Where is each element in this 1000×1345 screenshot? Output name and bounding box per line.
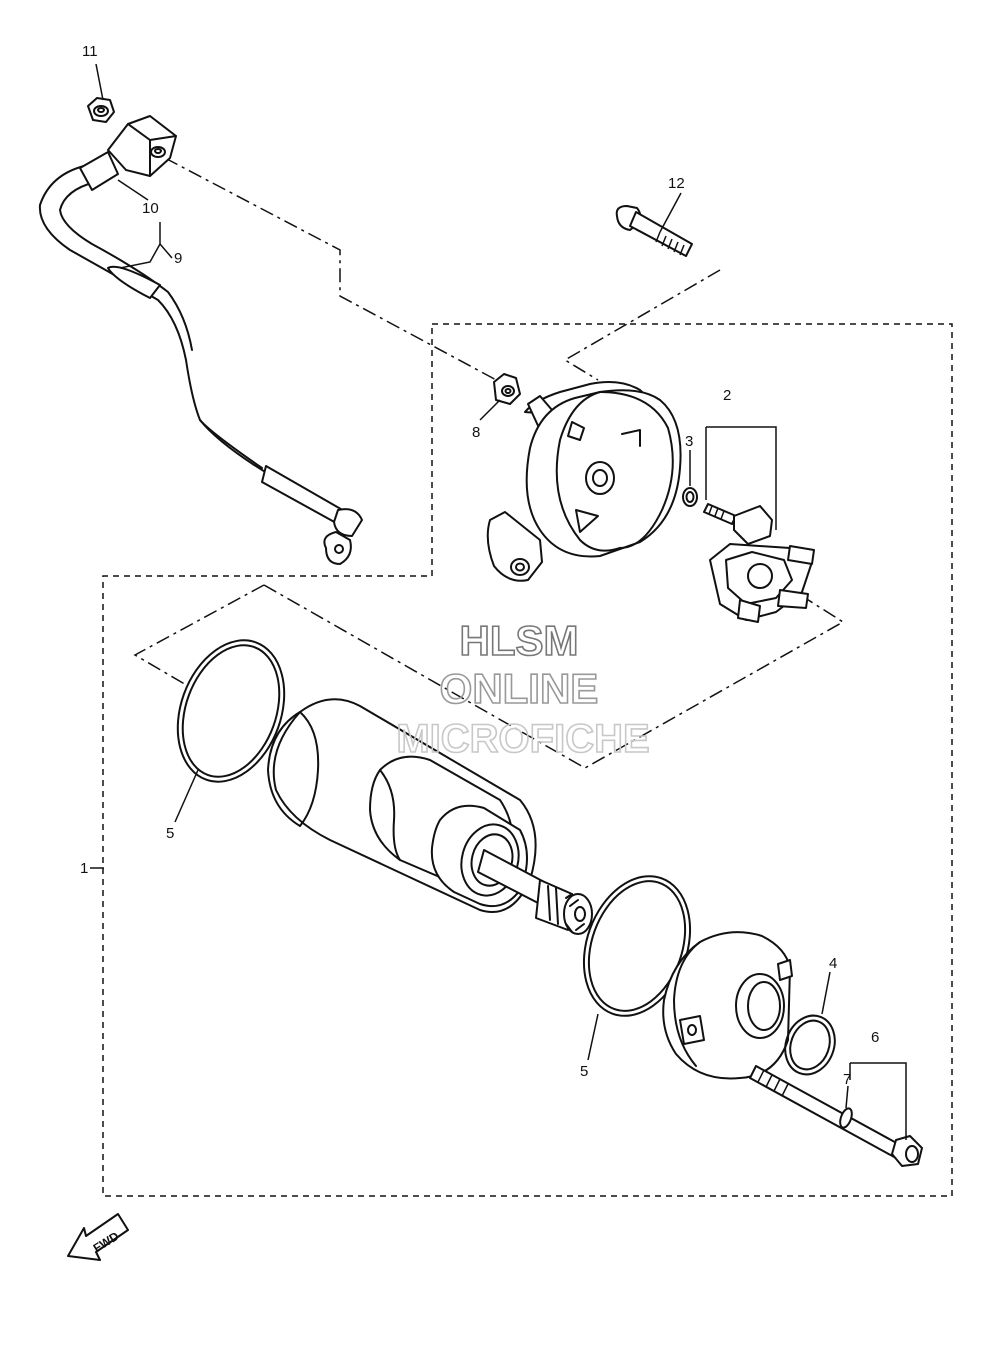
pinion-gear [535, 879, 593, 935]
nut-part-11 [87, 97, 115, 123]
callout-3: 3 [685, 433, 693, 450]
starter-cable-part-9 [38, 165, 363, 565]
callout-labels: 1 2 3 4 5 5 6 7 8 9 10 11 12 [80, 43, 879, 1088]
starter-front-cover [662, 931, 793, 1080]
watermark: HLSM ONLINE MICROFICHE [396, 616, 651, 762]
leader-lines [90, 63, 907, 1140]
brush-holder-part-2 [703, 503, 815, 623]
starter-rear-cover [486, 381, 682, 582]
callout-2: 2 [723, 387, 731, 404]
callout-12: 12 [668, 175, 685, 192]
callout-11: 11 [82, 43, 98, 60]
watermark-line-3: MICROFICHE [396, 717, 649, 761]
fwd-direction-arrow: FWD [67, 1213, 129, 1261]
callout-5-lower: 5 [580, 1063, 588, 1080]
bolt-part-12 [615, 205, 693, 257]
washer-part-7 [839, 1107, 853, 1129]
alignment-lines [133, 157, 845, 769]
callout-8: 8 [472, 424, 480, 441]
callout-10: 10 [142, 200, 159, 217]
callout-4: 4 [829, 955, 837, 972]
callout-5-upper: 5 [166, 825, 174, 842]
o-ring-part-5-upper [176, 639, 286, 783]
callout-9: 9 [174, 250, 182, 267]
o-ring-part-4 [784, 1014, 836, 1076]
o-ring-part-3 [682, 487, 698, 507]
watermark-line-2: ONLINE [440, 665, 599, 712]
watermark-line-1: HLSM [460, 617, 579, 664]
starter-motor-yoke [267, 698, 549, 913]
assembly-outline [102, 323, 953, 1197]
cable-terminal-part-10 [79, 115, 177, 191]
callout-6: 6 [871, 1029, 879, 1046]
through-bolt-part-6 [749, 1065, 923, 1167]
collar-part-8 [493, 373, 521, 405]
callout-7: 7 [843, 1071, 851, 1088]
callout-1: 1 [80, 860, 88, 877]
